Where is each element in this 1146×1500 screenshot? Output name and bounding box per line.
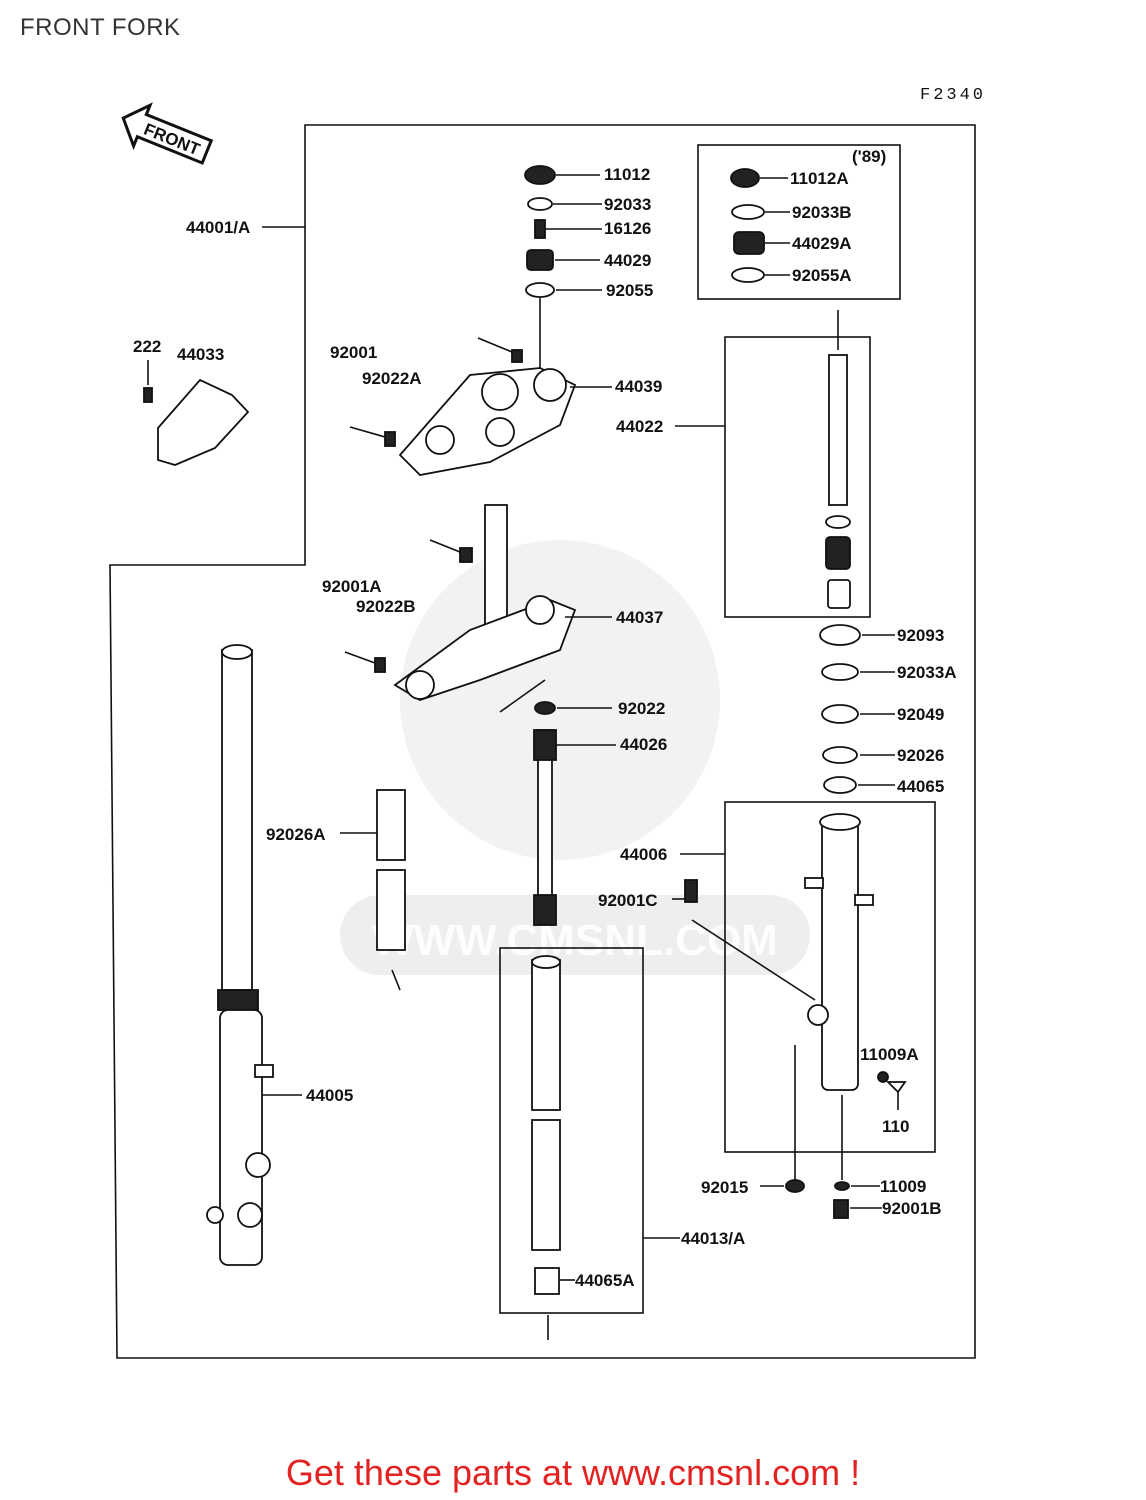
label-44033: 44033	[177, 345, 224, 364]
label-92001: 92001	[330, 343, 377, 362]
label-92093: 92093	[897, 626, 944, 645]
bracket-44033	[143, 360, 250, 466]
label-92001A: 92001A	[322, 577, 382, 596]
label-44029A: 44029A	[792, 234, 852, 253]
label-44065A: 44065A	[575, 1271, 635, 1290]
label-92022A: 92022A	[362, 369, 422, 388]
label-92001C: 92001C	[598, 891, 658, 910]
assembly-frame	[109, 124, 976, 1359]
label-92026: 92026	[897, 746, 944, 765]
cylinder-44013A	[531, 959, 561, 1111]
label-44013A: 44013/A	[681, 1229, 745, 1248]
cap-11012	[524, 165, 556, 185]
label-11012: 11012	[604, 165, 650, 184]
figure-code: F2340	[920, 86, 986, 105]
label-44029: 44029	[604, 251, 651, 270]
label-92026A: 92026A	[266, 825, 326, 844]
washer-92022	[534, 701, 556, 715]
label-92033B: 92033B	[792, 203, 852, 222]
upper-triple-clamp-44039	[349, 337, 577, 476]
label-44065: 44065	[897, 777, 944, 796]
valve-16126	[534, 219, 546, 239]
clip-92033A	[821, 663, 859, 681]
washer-92015	[785, 1179, 805, 1193]
label-110: 110	[882, 1117, 909, 1136]
exploded-parts-diagram: WWW.CMSNL.COM F2340 FRONT ('89)	[109, 86, 986, 1359]
label-92022B: 92022B	[356, 597, 416, 616]
steering-stem-44037	[344, 504, 577, 701]
collar-92026A	[376, 789, 406, 861]
page-title: FRONT FORK	[20, 14, 181, 41]
oring-92055	[525, 282, 555, 298]
label-92001B: 92001B	[882, 1199, 942, 1218]
front-arrow-icon: FRONT	[121, 102, 214, 165]
fork-leg-44005	[206, 644, 274, 1266]
seal-92049	[821, 704, 859, 724]
label-92033: 92033	[604, 195, 651, 214]
label-92055: 92055	[606, 281, 653, 300]
label-92015: 92015	[701, 1178, 748, 1197]
seal-92093	[819, 624, 861, 646]
label-44005: 44005	[306, 1086, 353, 1105]
label-92049: 92049	[897, 705, 944, 724]
label-44001A: 44001/A	[186, 218, 250, 237]
inner-tube-44022	[828, 354, 848, 506]
label-92055A: 92055A	[792, 266, 852, 285]
washer-92026	[822, 746, 858, 764]
label-16126: 16126	[604, 219, 651, 238]
box-44006	[724, 801, 936, 1153]
watermark: WWW.CMSNL.COM	[340, 540, 810, 975]
plug-44029	[526, 249, 554, 271]
footer-link[interactable]: Get these parts at www.cmsnl.com !	[285, 1452, 861, 1493]
label-11009: 11009	[880, 1177, 926, 1196]
label-11009A: 11009A	[860, 1045, 919, 1064]
variant-label: ('89)	[852, 147, 886, 166]
label-44006: 44006	[620, 845, 667, 864]
label-222: 222	[133, 337, 161, 356]
guide-44065A	[534, 1267, 560, 1295]
box-44022	[724, 336, 871, 618]
label-44026: 44026	[620, 735, 667, 754]
label-92033A: 92033A	[897, 663, 957, 682]
oring-92033	[527, 197, 553, 211]
label-92022: 92022	[618, 699, 665, 718]
gasket-11009	[834, 1181, 850, 1191]
label-44037: 44037	[616, 608, 663, 627]
box-44013A	[499, 947, 644, 1314]
bolt-92001B	[833, 1199, 849, 1219]
outer-tube-44006	[821, 819, 859, 1091]
guide-44065	[823, 776, 857, 794]
label-11012A: 11012A	[790, 169, 849, 188]
label-44039: 44039	[615, 377, 662, 396]
variant-box-89	[697, 144, 901, 300]
label-44022: 44022	[616, 417, 663, 436]
watermark-text: WWW.CMSNL.COM	[372, 916, 778, 965]
